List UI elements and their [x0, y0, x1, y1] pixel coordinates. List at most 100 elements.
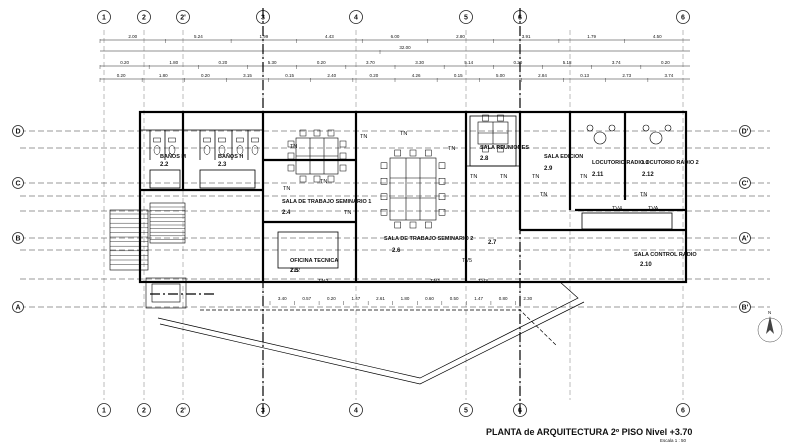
equipment-tag: TN — [580, 174, 587, 180]
column-marker-label: 4 — [354, 408, 358, 415]
column-marker-label: 2 — [142, 15, 146, 22]
row-marker: B' — [739, 301, 751, 313]
equipment-tag: TN — [290, 144, 297, 150]
room-sala-control: SALA CONTROL RADIO — [634, 252, 697, 258]
dimension-value: 0.50 — [450, 296, 459, 301]
room-locutorio-1-code: 2.11 — [592, 172, 604, 178]
room-locutorio-2-code: 2.12 — [642, 172, 654, 178]
terrace-outline — [157, 281, 585, 385]
dimension-value: 32.00 — [399, 45, 411, 50]
room-banos-h-code: 2.3 — [218, 162, 227, 168]
dimension-value: 1.80 — [159, 73, 168, 78]
room-sala-trabajo-1-code: 2.4 — [282, 210, 291, 216]
column-marker-label: 2' — [180, 408, 186, 415]
chair — [438, 193, 446, 200]
north-arrow: N — [757, 310, 783, 343]
row-marker: A' — [739, 232, 751, 244]
dimension-value: 2.84 — [538, 73, 547, 78]
chair — [339, 140, 347, 148]
column-marker-label: 2' — [180, 15, 186, 22]
row-marker: D' — [739, 125, 751, 137]
north-label: N — [768, 310, 771, 315]
equipment-tag: TN — [470, 174, 477, 180]
toilet-icon — [203, 145, 211, 155]
dimension-value: 5.18 — [563, 60, 572, 65]
column-marker: 5 — [459, 10, 473, 24]
dimension-value: 1.80 — [401, 296, 410, 301]
equipment-tag: TN — [283, 186, 290, 192]
chair — [327, 129, 335, 137]
row-marker-label: B' — [742, 305, 749, 312]
dimension-value: 5.14 — [464, 60, 473, 65]
dimension-value: 0.20 — [117, 73, 126, 78]
chair — [438, 178, 446, 185]
room-locutorio-2: LOCUTORIO RADIO 2 — [642, 160, 699, 166]
dimension-value: 2.00 — [128, 34, 137, 39]
chair — [327, 175, 335, 183]
chair — [380, 193, 388, 200]
equipment-tag: TN — [344, 210, 351, 216]
top-dimension-lines — [100, 39, 690, 80]
dimension-value: 1.79 — [587, 34, 596, 39]
column-marker: 1 — [97, 10, 111, 24]
room-sala-trabajo-1: SALA DE TRABAJO SEMINARIO 1 — [282, 199, 371, 205]
equipment-tag: TV2 — [290, 268, 300, 274]
chair — [313, 175, 321, 183]
dimension-value: 2.73 — [622, 73, 631, 78]
room-sala-reuniones: SALA REUNIONES — [480, 145, 529, 151]
column-marker-label: 1 — [102, 408, 106, 415]
dimension-value: 1.99 — [260, 34, 269, 39]
dimension-value: 0.20 — [327, 296, 336, 301]
row-marker: A — [12, 301, 24, 313]
toilet-icon — [153, 145, 161, 155]
dimension-value: 3.70 — [366, 60, 375, 65]
dimension-value: 1.80 — [169, 60, 178, 65]
column-marker-label: 5 — [464, 15, 468, 22]
chair — [394, 221, 401, 229]
equipment-tag: TV4 — [612, 206, 622, 212]
column-marker: 4 — [349, 403, 363, 417]
equipment-tag: TVA — [648, 206, 659, 212]
dimension-value: 3.74 — [612, 60, 621, 65]
drawing-title: PLANTA de ARQUITECTURA 2º PISO Nivel +3.… — [486, 427, 692, 437]
chair — [425, 221, 432, 229]
dimension-value: 0.57 — [302, 296, 311, 301]
equipment-tag: TN — [640, 192, 647, 198]
column-marker: 2 — [137, 403, 151, 417]
chair — [339, 164, 347, 172]
row-marker-label: C — [15, 181, 20, 188]
dimension-value: 0.60 — [425, 296, 434, 301]
row-marker: C — [12, 177, 24, 189]
column-marker-label: 5 — [464, 408, 468, 415]
furniture — [295, 121, 672, 221]
building-walls — [138, 110, 688, 284]
room-sala-reuniones-code: 2.8 — [480, 156, 489, 162]
dimension-value: 3.91 — [522, 34, 531, 39]
equipment-tag: TN — [540, 192, 547, 198]
room-labels: BAÑOS M 2.2 BAÑOS H 2.3 SALA DE TRABAJO … — [160, 145, 699, 274]
north-arrow-icon — [766, 316, 774, 334]
interior-partitions — [140, 115, 673, 269]
chair — [380, 178, 388, 185]
equipment-tag: TV3 — [478, 279, 488, 285]
equipment-tag: TV5 — [462, 258, 472, 264]
dimension-value: 4.50 — [653, 34, 662, 39]
dimension-value: 0.20 — [514, 60, 523, 65]
dimension-value: 0.20 — [219, 60, 228, 65]
column-marker: 2 — [137, 10, 151, 24]
room-banos-m: BAÑOS M — [160, 153, 186, 160]
equipment-tag: TN — [532, 174, 539, 180]
row-marker-label: A — [15, 305, 20, 312]
column-marker: 6 — [676, 403, 690, 417]
dimension-value: 3.74 — [665, 73, 674, 78]
chair — [299, 175, 307, 183]
room-sala-control-code: 2.10 — [640, 262, 652, 268]
toilet-icon — [251, 145, 259, 155]
title-block: PLANTA de ARQUITECTURA 2º PISO Nivel +3.… — [486, 427, 692, 443]
chair — [482, 145, 489, 153]
row-marker: D — [12, 125, 24, 137]
staircase — [109, 202, 187, 309]
